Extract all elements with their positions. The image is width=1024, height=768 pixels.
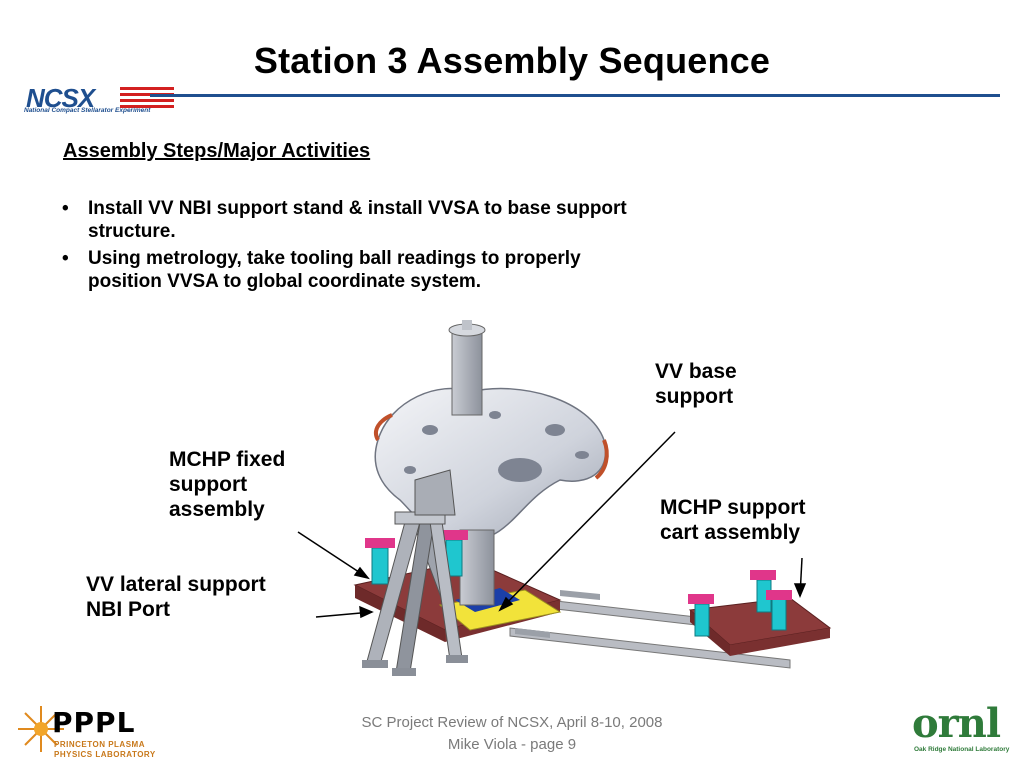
pppl-subtitle-line: PRINCETON PLASMA [54,740,145,749]
pppl-logo: PPPL PRINCETON PLASMA PHYSICS LABORATORY [16,700,155,762]
bullet-marker: • [62,248,69,269]
ncsx-wordmark: NCSX [26,83,95,113]
pppl-starburst-icon [18,706,64,752]
pppl-subtitle-line: PHYSICS LABORATORY [54,750,156,759]
callout-line: VV lateral support [86,573,266,596]
callout-vv-base-support: VV base support [655,359,737,409]
ncsx-logo: NCSX National Compact Stellarator Experi… [22,80,174,120]
ornl-logo: ornl Oak Ridge National Laboratory [912,700,1012,764]
bullet-text-line: structure. [88,221,176,242]
mchp-support-cart [688,570,832,656]
callout-mchp-fixed-support: MCHP fixed support assembly [169,447,285,522]
callout-line: support [169,473,248,496]
ncsx-stripes-icon [120,87,174,108]
ornl-wordmark: ornl [912,700,1001,747]
header-rule [150,94,1000,97]
bullet-text-line: Using metrology, take tooling ball readi… [88,248,581,269]
callout-line: cart assembly [660,521,801,544]
pppl-wordmark: PPPL [52,706,136,739]
bullet-item: • Using metrology, take tooling ball rea… [62,247,762,293]
callout-line: MCHP fixed [169,448,286,471]
ornl-subtitle: Oak Ridge National Laboratory [914,746,1010,753]
section-heading: Assembly Steps/Major Activities [63,140,371,162]
lower-post [459,529,495,606]
bullet-text-line: Install VV NBI support stand & install V… [88,198,627,219]
callout-line: VV base [655,360,737,383]
mchp-fixed-supports [365,530,468,585]
leader-lines [297,431,807,619]
slide-title: Station 3 Assembly Sequence [253,40,771,81]
footer-line: SC Project Review of NCSX, April 8-10, 2… [361,714,663,731]
footer-line: Mike Viola - page 9 [447,736,577,753]
callout-mchp-support-cart: MCHP support cart assembly [660,495,805,545]
nbi-support-stand [362,469,468,676]
callout-line: MCHP support [660,496,806,519]
bullet-item: • Install VV NBI support stand & install… [62,197,762,243]
bullet-marker: • [62,198,69,219]
bullet-text-line: position VVSA to global coordinate syste… [88,271,482,292]
callout-vv-lateral-support: VV lateral support NBI Port [86,572,266,622]
bullet-list: • Install VV NBI support stand & install… [62,197,762,297]
slide-footer: SC Project Review of NCSX, April 8-10, 2… [0,712,1024,756]
callout-line: support [655,385,734,408]
ncsx-subtitle: National Compact Stellarator Experiment [24,107,151,114]
callout-line: NBI Port [86,598,170,621]
callout-line: assembly [169,498,265,521]
top-port-stack [448,320,486,416]
